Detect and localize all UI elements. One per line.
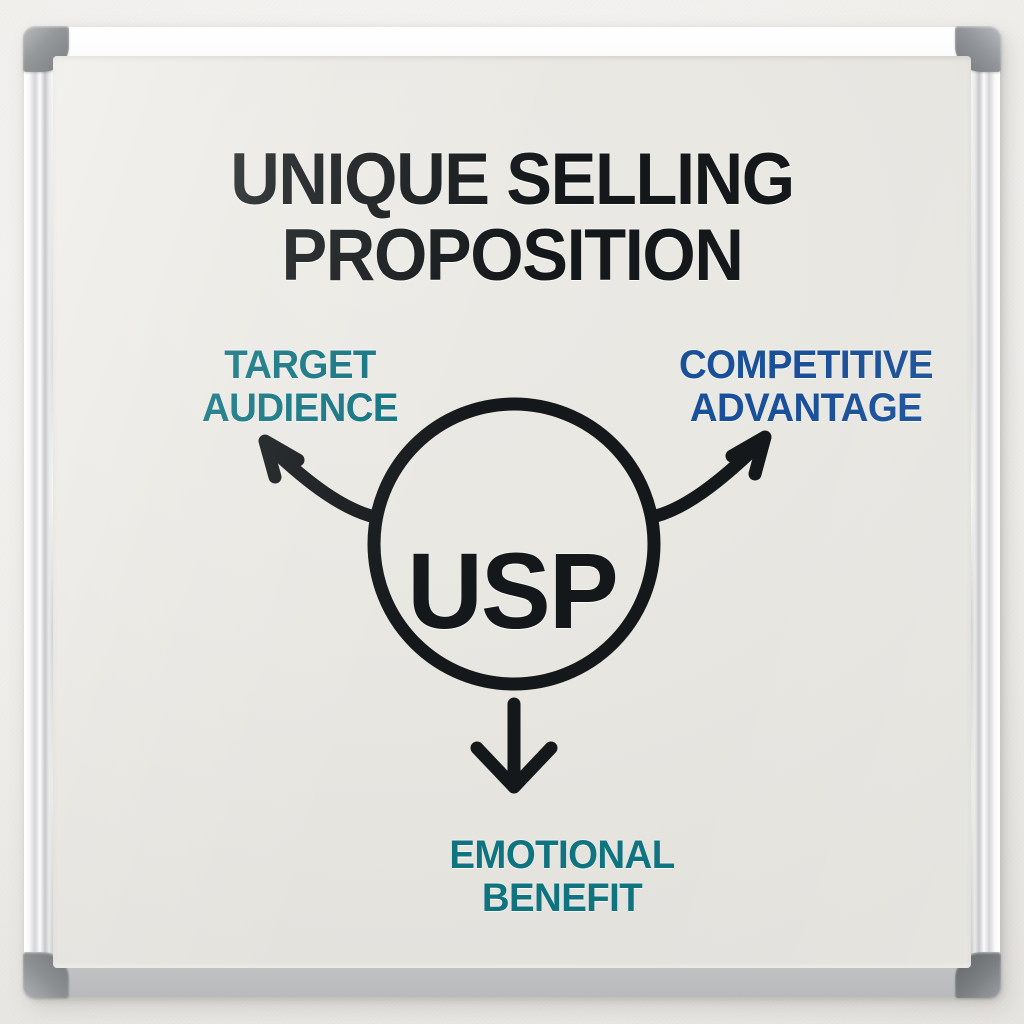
arrow-to-emotional-benefit [470,697,558,794]
whiteboard: UNIQUE SELLING PROPOSITION USP TARGET AU… [23,26,1001,998]
page-title: UNIQUE SELLING PROPOSITION [230,139,795,296]
branch-label-emotional-benefit: EMOTIONAL BENEFIT [449,833,675,921]
branch-label-target-audience: TARGET AUDIENCE [202,343,399,431]
arrow-to-competitive-advantage [649,430,772,523]
whiteboard-surface: UNIQUE SELLING PROPOSITION USP TARGET AU… [53,56,971,968]
arrow-to-target-audience [258,434,378,523]
branch-label-competitive-advantage: COMPETITIVE ADVANTAGE [679,343,934,431]
diagram: UNIQUE SELLING PROPOSITION USP TARGET AU… [53,56,971,968]
usp-center-label: USP [407,530,619,651]
